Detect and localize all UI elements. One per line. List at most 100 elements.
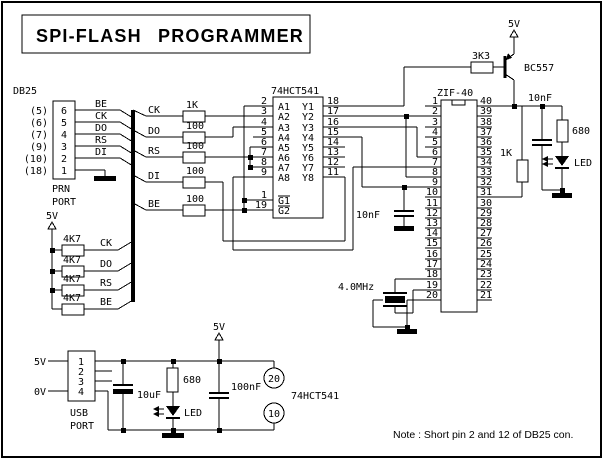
electrolytic-cap-icon xyxy=(113,361,133,430)
ic1-pin-number: 6 xyxy=(261,137,267,148)
ic1-output-wires xyxy=(323,67,425,188)
resistor xyxy=(182,151,206,164)
resistor-value: 1K xyxy=(500,148,512,159)
ic1-pin-number: 19 xyxy=(255,200,267,211)
power-switch: 3K3 BC557 5V xyxy=(404,19,554,106)
miso-return-wires xyxy=(222,166,425,251)
ic1-pin-number: 5 xyxy=(261,127,267,138)
supply-label: 5V xyxy=(508,19,520,30)
bus-signal-label: RS xyxy=(148,146,160,157)
parallel-bus: CK DO RS DI BE xyxy=(131,105,160,302)
db25-signal-label: CK xyxy=(95,111,107,122)
zif-pin-number: 14 xyxy=(426,228,438,239)
zif-pin-number: 9 xyxy=(432,177,438,188)
resistor-value: 100 xyxy=(186,166,204,177)
zif-pin-number: 29 xyxy=(480,208,492,219)
capacitor-value: 10nF xyxy=(528,93,552,104)
resistor xyxy=(556,119,569,143)
zif-pin-number: 7 xyxy=(432,157,438,168)
ground-icon xyxy=(552,190,572,198)
usb-body xyxy=(67,350,96,402)
ic1-pin-number: 2 xyxy=(261,96,267,107)
ic1-enable: G2 xyxy=(278,206,290,217)
reset-cap: 10nF xyxy=(356,185,414,231)
ic1-signal: A3 xyxy=(278,123,290,134)
resistor xyxy=(166,367,179,393)
ground-icon xyxy=(162,430,184,438)
zif-pin-number: 30 xyxy=(480,198,492,209)
ic1-enable: G1 xyxy=(278,196,290,207)
ic1-signal: Y7 xyxy=(302,163,314,174)
usb-pin-number: 3 xyxy=(78,377,84,388)
resistor-value: 1K xyxy=(186,100,198,111)
ic1-signal: A4 xyxy=(278,133,290,144)
zif-pin-number: 37 xyxy=(480,127,492,138)
ic1-signal: A7 xyxy=(278,163,290,174)
ic2-label: 74HCT541 xyxy=(291,391,339,402)
db25-signal-label: RS xyxy=(95,135,107,146)
usb-port: 5V 0V 1 2 3 4 USB PORT xyxy=(34,350,112,432)
zif-pin-number: 24 xyxy=(480,259,492,270)
ic1-pin-number: 18 xyxy=(327,96,339,107)
capacitor-value: 100nF xyxy=(231,382,261,393)
ic1-signal: Y8 xyxy=(302,173,314,184)
ic-power-pin-number: 10 xyxy=(268,409,280,420)
zif-pin-number: 26 xyxy=(480,238,492,249)
zif-notch xyxy=(451,100,466,106)
note-text: Note : Short pin 2 and 12 of DB25 con. xyxy=(393,429,573,441)
resistor xyxy=(61,303,85,316)
junction-dot xyxy=(248,155,253,160)
page-title: SPI-FLASH PROGRAMMER xyxy=(36,26,304,46)
zif-pin-number: 21 xyxy=(480,290,492,301)
db25-connector: DB25 (5) (6) (7) (9) (10) (18) 6 5 4 3 2… xyxy=(13,86,134,208)
transistor-label: BC557 xyxy=(524,63,554,74)
zif-pin-number: 39 xyxy=(480,106,492,117)
series-resistors: 1K 100 100 100 100 xyxy=(146,100,273,217)
supply-label: 5V xyxy=(46,211,58,222)
junction-dot xyxy=(248,165,253,170)
capacitor-icon xyxy=(532,106,552,190)
resistor-value: 100 xyxy=(186,141,204,152)
led-label: LED xyxy=(574,158,592,169)
resistor-value: 3K3 xyxy=(472,51,490,62)
zif-pin-number: 5 xyxy=(432,137,438,148)
zif-pin-number: 18 xyxy=(426,269,438,280)
usb-power-rails: 10uF 680 LED xyxy=(95,359,274,438)
ic1-pin-number: 8 xyxy=(261,157,267,168)
transistor-icon xyxy=(503,37,515,106)
zif-pin-number: 34 xyxy=(480,157,492,168)
usb-port-label: PORT xyxy=(70,421,94,432)
ic1-pin-number: 14 xyxy=(327,137,339,148)
zif-pin-number: 12 xyxy=(426,208,438,219)
db25-label: DB25 xyxy=(13,86,37,97)
zif-pin-number: 13 xyxy=(426,218,438,229)
ic1-pin-number: 3 xyxy=(261,106,267,117)
pullup-network: 5V 4K7 4K7 4K7 4K7 CK DO RS BE xyxy=(46,211,134,316)
pullup-signal-label: DO xyxy=(100,259,112,270)
resistor-value: 100 xyxy=(186,194,204,205)
db25-external-pin: (5) xyxy=(30,106,48,117)
ic1-pin-number: 17 xyxy=(327,106,339,117)
resistor-value: 100 xyxy=(186,121,204,132)
zif-pin-number: 16 xyxy=(426,249,438,260)
db25-internal-pin: 5 xyxy=(61,118,67,129)
usb-vcc-label: 5V xyxy=(34,357,46,368)
db25-internal-pin: 6 xyxy=(61,106,67,117)
pullup-signal-label: RS xyxy=(100,278,112,289)
ground-icon xyxy=(94,176,116,181)
pullup-signal-label: BE xyxy=(100,297,112,308)
ground-icon xyxy=(397,329,417,334)
zif-pin-number: 38 xyxy=(480,117,492,128)
zif-pin-number: 19 xyxy=(426,280,438,291)
zif-pin-number: 6 xyxy=(432,147,438,158)
resistor-value: 4K7 xyxy=(63,274,81,285)
zif-pin-number: 25 xyxy=(480,249,492,260)
resistor-value: 680 xyxy=(183,375,201,386)
zif-pin-number: 3 xyxy=(432,117,438,128)
resonator-value: 4.0MHz xyxy=(338,282,374,293)
zif-pin-number: 33 xyxy=(480,167,492,178)
ground-icon xyxy=(394,226,414,231)
zif-pin-number: 11 xyxy=(426,198,438,209)
supply-label: 5V xyxy=(213,322,225,333)
